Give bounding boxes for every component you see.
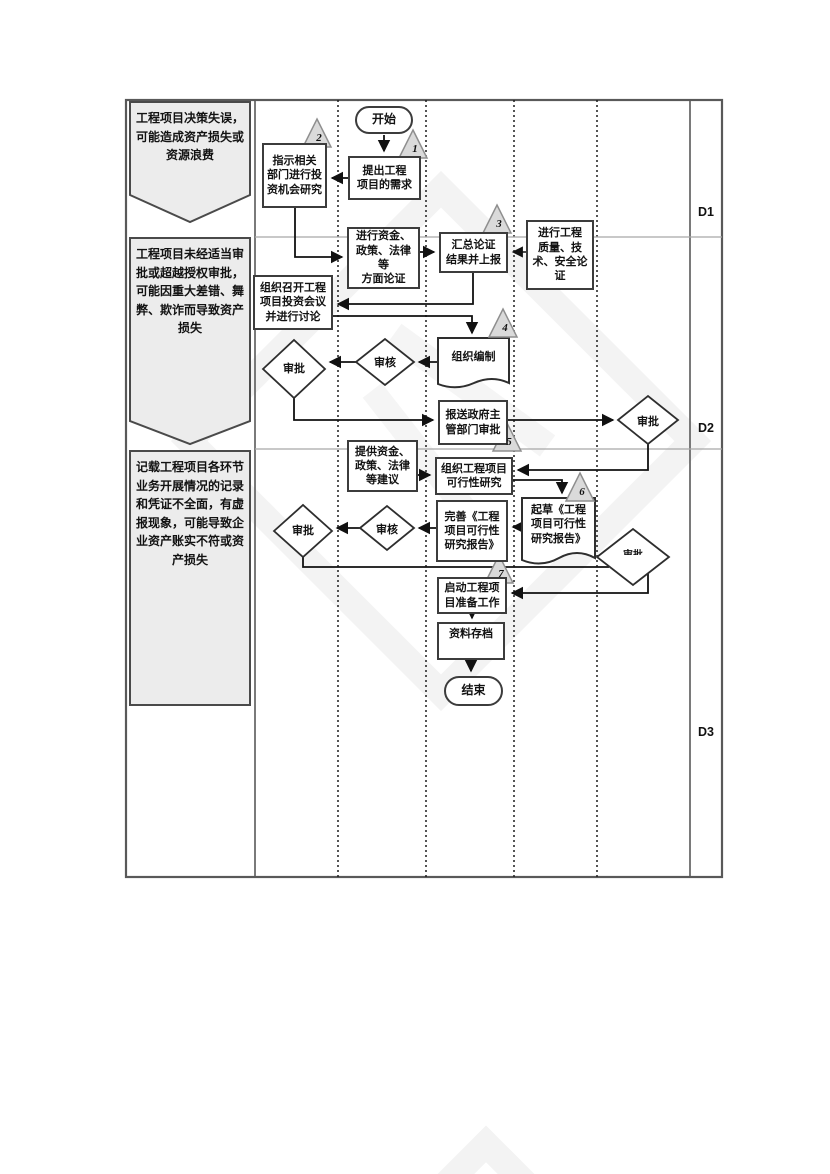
node-demonstrate: 进行资金、 政策、法律 等 方面论证: [347, 227, 420, 289]
risk-banner-2: [129, 237, 251, 446]
risk-banner-3: [129, 450, 251, 706]
risk-text-2: 工程项目未经适当审 批或超越授权审批， 可能因重大差错、舞 弊、欺诈而导致资产 …: [135, 247, 244, 336]
step-number-5: 5: [506, 436, 512, 448]
connector-meeting-compile: [333, 315, 479, 335]
connector-approve3-launch: [510, 572, 649, 600]
node-quality: 进行工程 质量、技 术、安全论 证: [526, 220, 594, 290]
step-number-3: 3: [496, 218, 502, 230]
step-triangle-6: [564, 471, 596, 502]
diagram-border: [124, 98, 724, 879]
step-number-1: 1: [412, 143, 418, 155]
document-shape-draft: [521, 497, 596, 565]
diamond-label-approve-gov: 审批: [637, 416, 659, 428]
step-triangle-4: [487, 307, 519, 338]
step-number-2: 2: [316, 132, 322, 144]
diamond-approve3: [595, 527, 671, 587]
node-submit: 报送政府主 管部门审批: [438, 400, 508, 445]
diamond-approve1: [261, 338, 327, 400]
phase-label-d1: D1: [698, 205, 714, 219]
diamond-approve-gov: [616, 394, 680, 446]
step-number-7: 7: [498, 568, 504, 580]
diamond-label-approve1: 审批: [283, 363, 305, 375]
document-label-compile: 组织编制: [451, 351, 496, 363]
node-archive: 资料存档: [437, 622, 505, 660]
diamond-label-review1: 审核: [374, 357, 396, 369]
node-need: 提出工程 项目的需求: [348, 156, 421, 200]
risk-text-3: 记载工程项目各环节 业务开展情况的记录 和凭证不全面，有虚 报现象，可能导致企 …: [135, 460, 244, 567]
node-instruct: 指示相关 部门进行投 资机会研究: [262, 143, 327, 208]
connector-feasibility-draft: [513, 479, 569, 495]
phase-label-d2: D2: [698, 421, 714, 435]
node-start: 开始: [355, 106, 413, 134]
node-end: 结束: [444, 676, 503, 706]
connector-approve1-submit: [293, 398, 435, 427]
diamond-label-review2: 审核: [376, 524, 398, 536]
diamond-label-approve2: 审批: [292, 525, 314, 537]
connector-approve2-approve3: [302, 557, 609, 568]
connector-instruct-demonstrate: [294, 208, 344, 264]
risk-text-1: 工程项目决策失误， 可能造成资产损失或 资源浪费: [135, 111, 244, 163]
step-number-6: 6: [579, 486, 585, 498]
document-label-draft: 起草《工程 项目可行性 研究报告》: [531, 504, 586, 545]
node-launch: 启动工程项 目准备工作: [437, 577, 507, 614]
node-meeting: 组织召开工程 项目投资会议 并进行讨论: [253, 275, 333, 330]
connector-summarize-meeting: [336, 273, 474, 311]
node-improve: 完善《工程 项目可行性 研究报告》: [436, 500, 508, 562]
phase-label-d3: D3: [698, 725, 714, 739]
node-advise: 提供资金、 政策、法律 等建议: [347, 440, 418, 492]
step-number-4: 4: [502, 322, 508, 334]
risk-banner-1: [129, 101, 251, 224]
diamond-label-approve3: 审批: [611, 549, 655, 555]
diamond-review2: [358, 504, 416, 552]
diamond-approve2: [272, 503, 334, 559]
document-shape-compile: [437, 337, 510, 389]
node-feasibility: 组织工程项目 可行性研究: [435, 457, 513, 495]
node-summarize: 汇总论证 结果并上报: [439, 232, 508, 273]
diamond-review1: [354, 337, 416, 387]
connector-approvegov-feasibility: [516, 444, 649, 477]
